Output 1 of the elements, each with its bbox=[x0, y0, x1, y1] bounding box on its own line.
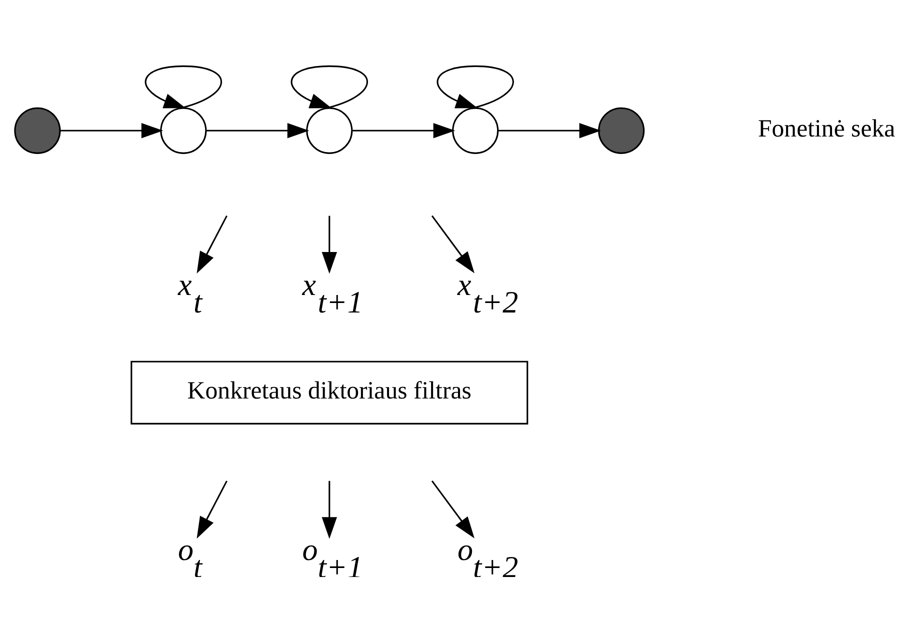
label: Fonetinė seka bbox=[758, 116, 896, 143]
